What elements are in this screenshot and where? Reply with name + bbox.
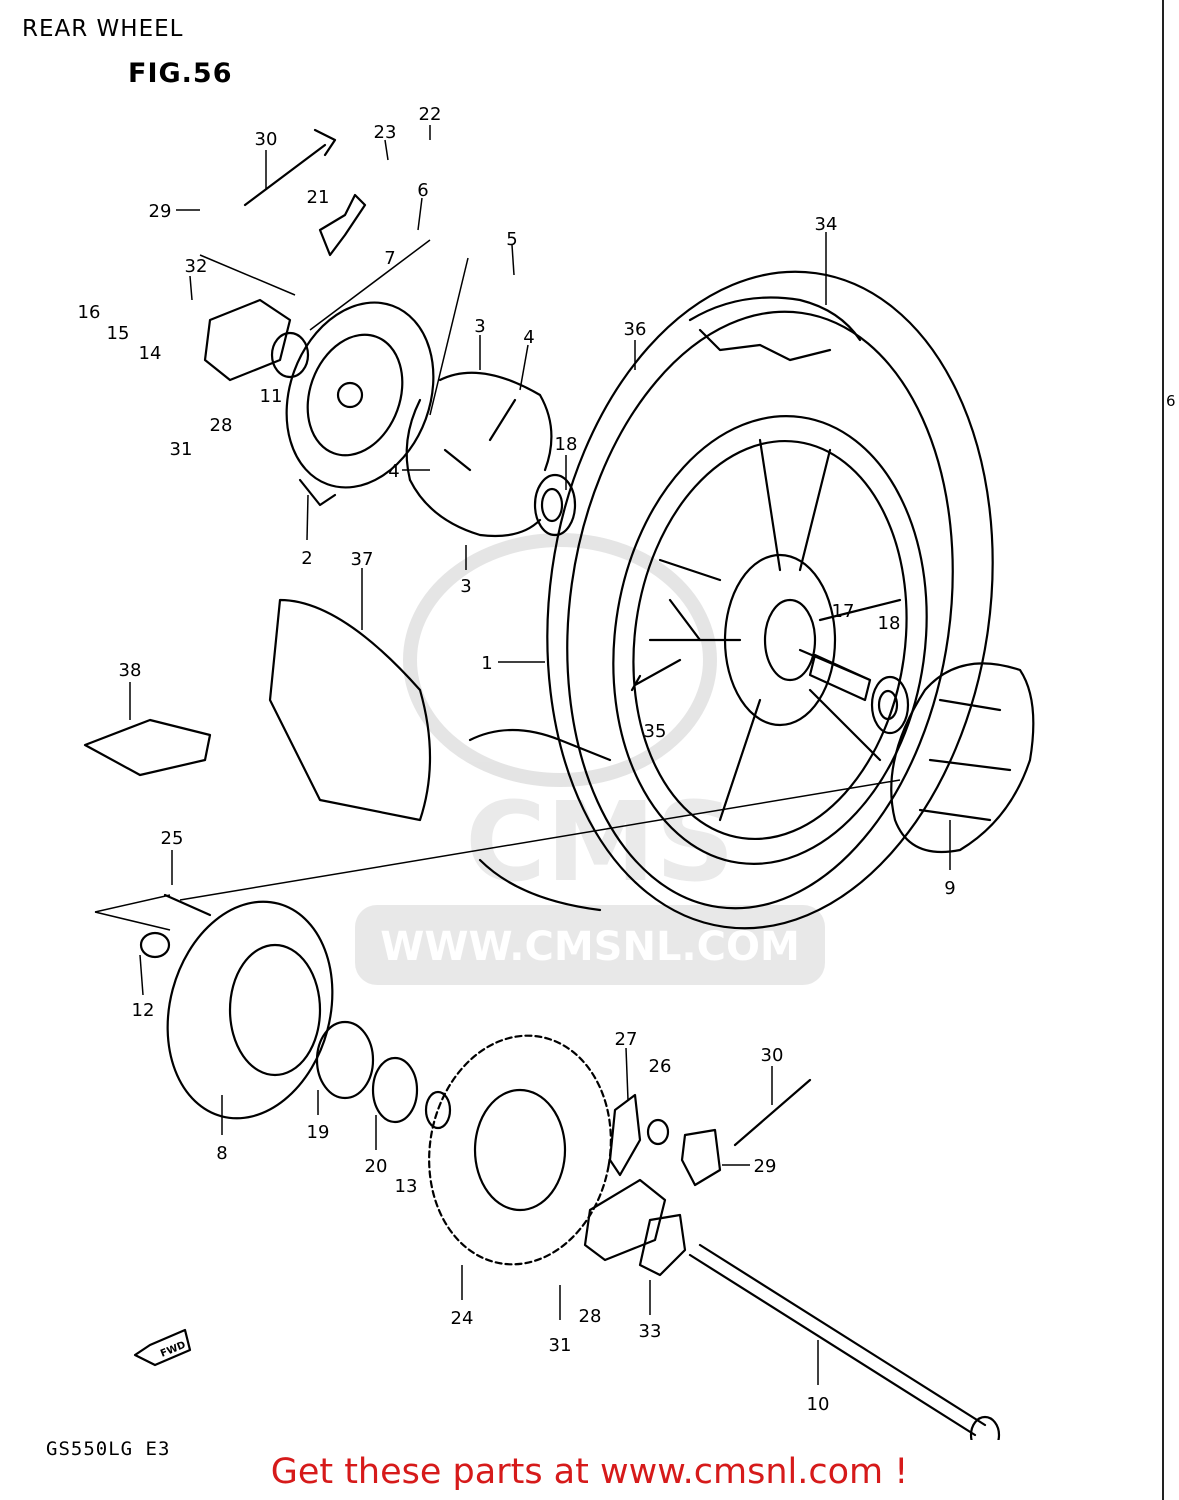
callout-16: 16: [78, 302, 101, 323]
callout-21: 21: [307, 187, 330, 208]
callout-34: 34: [815, 214, 838, 235]
callout-30-top: 30: [255, 129, 278, 150]
spacer-13: [424, 1090, 452, 1130]
oil-seal-20: [371, 1056, 419, 1124]
sprocket-drum-8: [166, 900, 334, 1120]
callout-8: 8: [216, 1143, 227, 1164]
callout-27: 27: [615, 1029, 638, 1050]
callout-23: 23: [374, 122, 397, 143]
callout-9: 9: [944, 878, 955, 899]
chain-guard-38: [83, 718, 212, 777]
leader-lines: [94, 125, 951, 1385]
callout-36: 36: [624, 319, 647, 340]
watermark-url: WWW.CMSNL.COM: [380, 924, 800, 970]
bearing-19: [315, 1020, 375, 1100]
callout-26: 26: [649, 1056, 672, 1077]
callout-4-lower: 4: [388, 461, 399, 482]
callout-20: 20: [365, 1156, 388, 1177]
callout-18-upper: 18: [555, 434, 578, 455]
callout-11: 11: [260, 386, 283, 407]
cush-damper-9: [890, 662, 1035, 854]
callout-33: 33: [639, 1321, 662, 1342]
callout-13: 13: [395, 1176, 418, 1197]
promo-banner[interactable]: Get these parts at www.cmsnl.com !: [0, 1452, 1179, 1492]
callout-3-lower: 3: [460, 576, 471, 597]
shoe-springs-4: [443, 398, 517, 472]
callout-29-lower: 29: [754, 1156, 777, 1177]
callout-7: 7: [384, 248, 395, 269]
callout-14: 14: [139, 343, 162, 364]
fwd-arrow-icon: [133, 1328, 192, 1367]
callout-35: 35: [644, 721, 667, 742]
rear-axle-10: [688, 1243, 1001, 1440]
callout-6: 6: [417, 180, 428, 201]
exploded-parts-diagram: CMS WWW.CMSNL.COM: [78, 104, 1035, 1440]
valve-35: [630, 658, 682, 692]
callout-2: 2: [301, 548, 312, 569]
callout-24: 24: [451, 1308, 474, 1329]
drive-chain-37: [268, 598, 432, 822]
callout-32: 32: [185, 256, 208, 277]
bolt-30-top: [243, 128, 337, 207]
spacer-17: [808, 653, 872, 702]
callout-25: 25: [161, 828, 184, 849]
model-code: GS550LG E3: [46, 1438, 171, 1460]
callout-22: 22: [419, 104, 442, 125]
callout-29-top: 29: [149, 201, 172, 222]
edge-mark: 6: [1166, 392, 1176, 410]
figure-number: FIG.56: [128, 58, 233, 89]
spacer-11: [270, 331, 310, 379]
callout-5: 5: [506, 229, 517, 250]
chain-adjuster-28-top: [203, 298, 292, 382]
callout-15: 15: [107, 323, 130, 344]
page-edge-line: [1162, 0, 1164, 1500]
page-title: REAR WHEEL: [22, 16, 184, 42]
bolt-25: [163, 893, 212, 917]
stopper-27: [608, 1093, 642, 1177]
callout-10: 10: [807, 1394, 830, 1415]
callout-28-lower: 28: [579, 1306, 602, 1327]
rear-sprocket-24: [428, 1034, 612, 1266]
callout-28-top: 28: [210, 415, 233, 436]
callout-labels: 30 23 22 6 21 29 7 5 34 32 16 15 14 11 2…: [78, 104, 956, 1415]
cmsnl-watermark: CMS WWW.CMSNL.COM: [355, 533, 825, 985]
callout-19: 19: [307, 1122, 330, 1143]
bolt-30-lower: [733, 1078, 812, 1147]
brake-shoes-3: [405, 371, 553, 538]
callout-1: 1: [481, 653, 492, 674]
callout-38: 38: [119, 660, 142, 681]
callout-3-top: 3: [474, 316, 485, 337]
rear-tire-34: [468, 270, 994, 930]
callout-30-lower: 30: [761, 1045, 784, 1066]
plate-29-lower: [680, 1128, 722, 1187]
callout-31-lower: 31: [549, 1335, 572, 1356]
rear-wheel-rim-1: [612, 415, 928, 865]
callout-4-top: 4: [523, 327, 534, 348]
callout-12: 12: [132, 1000, 155, 1021]
watermark-logo-text: CMS: [465, 778, 734, 906]
promo-link-text[interactable]: Get these parts at www.cmsnl.com !: [270, 1452, 909, 1492]
bearing-18-upper: [533, 473, 577, 537]
callout-18-right: 18: [878, 613, 901, 634]
nut-12: [139, 931, 171, 959]
chain-adjuster-28-lower: [583, 1178, 667, 1262]
callout-31-top: 31: [170, 439, 193, 460]
bearing-18-right: [870, 675, 910, 735]
cam-lever-21: [318, 193, 367, 257]
brake-panel-2: [285, 301, 435, 507]
nut-26: [646, 1118, 670, 1146]
callout-17: 17: [832, 601, 855, 622]
callout-37: 37: [351, 549, 374, 570]
torque-link-33: [638, 1213, 687, 1277]
